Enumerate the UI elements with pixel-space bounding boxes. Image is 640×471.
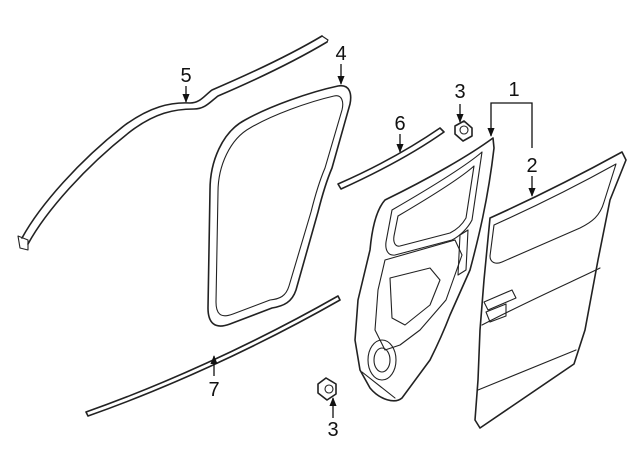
bumper-stopper-bottom-part-3: [317, 377, 337, 401]
roof-weatherstrip-part-5: [17, 35, 329, 251]
callout-6: 6: [394, 113, 405, 135]
callout-3-bottom: 3: [327, 419, 338, 441]
lower-rocker-strip-part-7: [85, 295, 341, 417]
callout-5: 5: [180, 65, 191, 87]
leader-1: [487, 102, 514, 137]
door-opening-weatherstrip-part-4: [207, 84, 352, 327]
leader-1-branch: [514, 102, 533, 148]
callout-3-top: 3: [454, 81, 465, 103]
callout-4: 4: [335, 43, 346, 65]
belt-moulding-part-6: [337, 127, 445, 190]
bumper-stopper-top-part-3: [454, 120, 473, 142]
door-inner-frame-part-1: [354, 137, 495, 402]
callout-2: 2: [526, 155, 537, 177]
callout-1: 1: [508, 79, 519, 101]
leader-lines: [182, 64, 536, 418]
callout-7: 7: [208, 379, 219, 401]
door-outer-panel-part-2: [474, 151, 627, 429]
